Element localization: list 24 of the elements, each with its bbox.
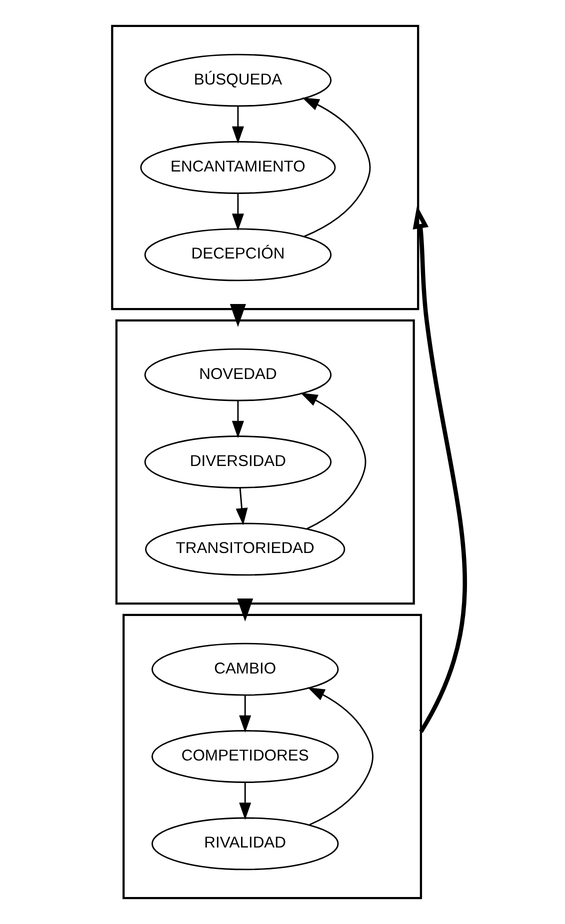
node-ellipse: DECEPCIÓN bbox=[144, 228, 332, 282]
node-ellipse: CAMBIO bbox=[150, 642, 338, 696]
arrow bbox=[235, 488, 248, 526]
arrow bbox=[236, 598, 253, 622]
arrow bbox=[229, 304, 246, 327]
arrow bbox=[238, 695, 251, 733]
node-ellipse: DIVERSIDAD bbox=[144, 436, 332, 488]
arrow bbox=[231, 400, 244, 438]
node-ellipse: TRANSITORIEDAD bbox=[144, 522, 345, 576]
arrow bbox=[302, 98, 370, 238]
arrow bbox=[238, 782, 251, 820]
node-ellipse: ENCANTAMIENTO bbox=[140, 141, 336, 194]
cluster bbox=[122, 614, 422, 900]
arrow bbox=[307, 687, 373, 826]
arrow bbox=[231, 193, 244, 231]
node-ellipse: RIVALIDAD bbox=[150, 817, 338, 870]
cluster bbox=[114, 319, 414, 605]
arrow bbox=[300, 392, 366, 530]
arrow bbox=[412, 206, 466, 733]
arrow bbox=[231, 106, 244, 144]
cluster bbox=[110, 24, 419, 310]
node-ellipse: BÚSQUEDA bbox=[144, 54, 332, 107]
node-ellipse: NOVEDAD bbox=[144, 348, 332, 402]
node-ellipse: COMPETIDORES bbox=[150, 730, 338, 783]
